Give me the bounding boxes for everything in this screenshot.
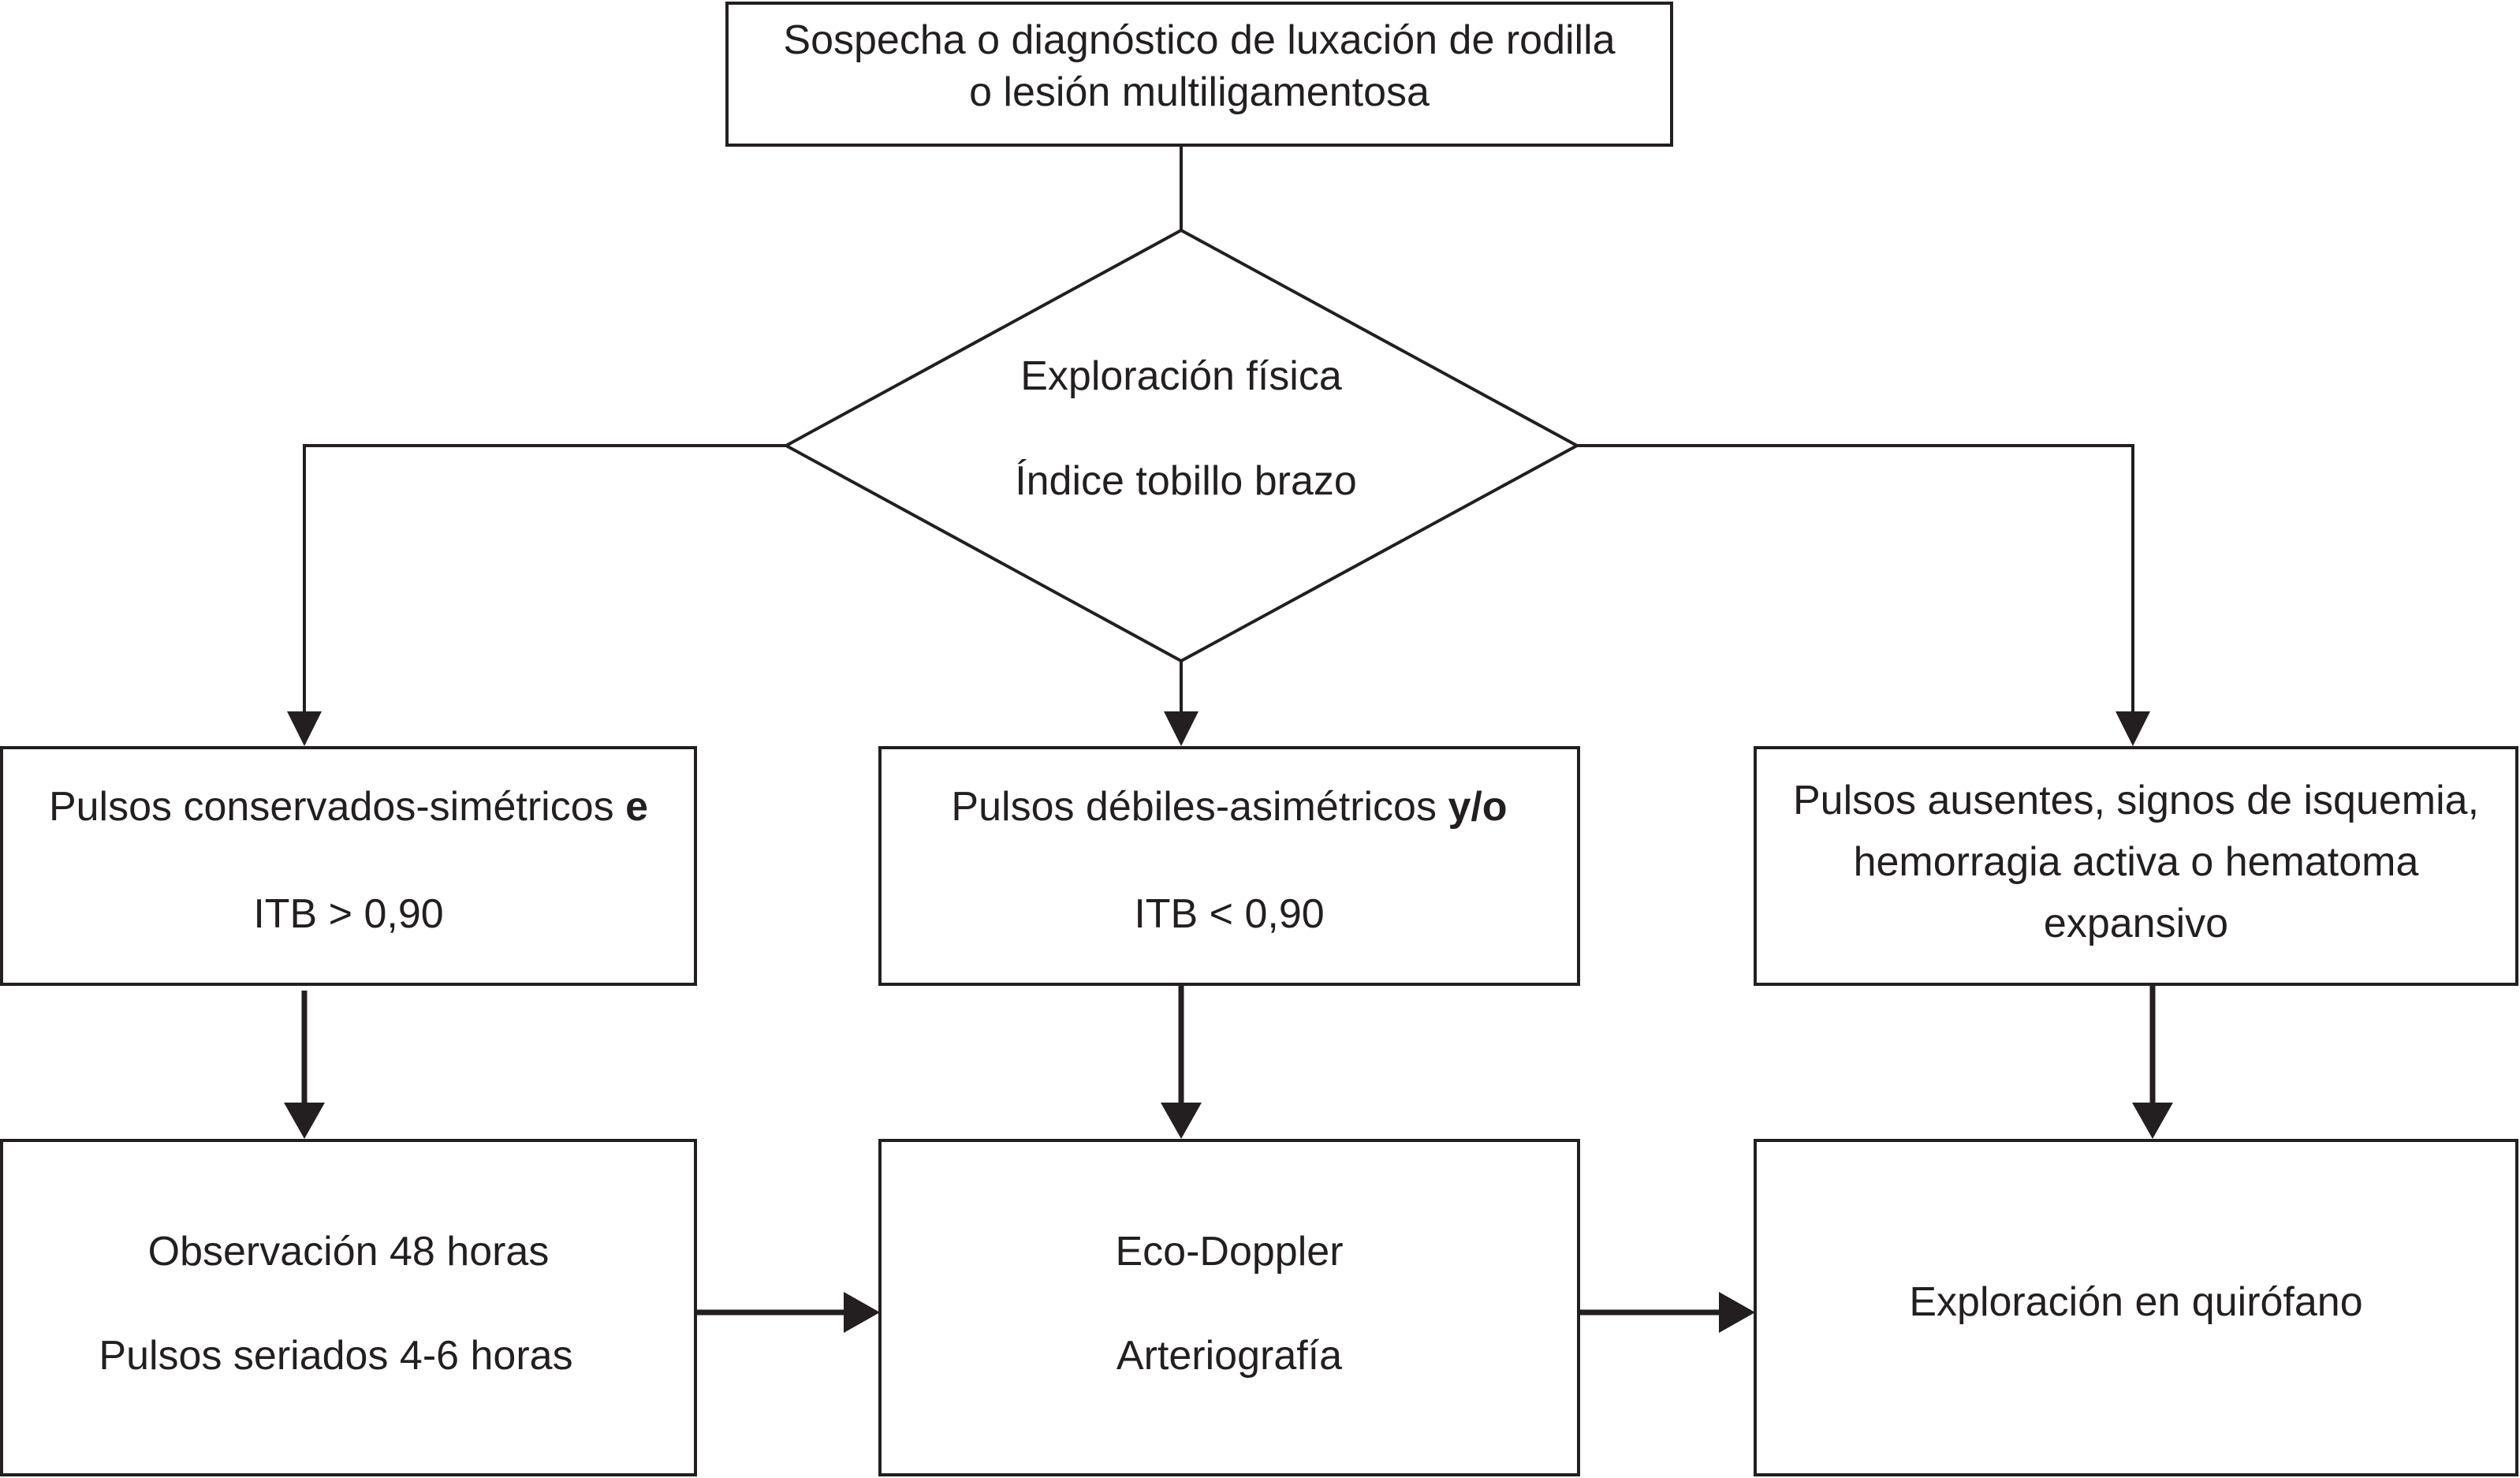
arrowhead-observation-imaging [844,1292,880,1333]
arrowhead-right-surgery [2132,1103,2173,1139]
start-node-line1: Sospecha o diagnóstico de luxación de ro… [783,17,1615,63]
arrowhead-right-branch [2116,711,2150,746]
left-condition-node: Pulsos conservados-simétricos e ITB > 0,… [0,746,697,986]
arrowhead-imaging-surgery [1719,1292,1755,1333]
middle-condition-line1-bold: y/o [1448,784,1507,830]
decision-node-line1: Exploración física [1020,353,1342,399]
arrowhead-left-observation [284,1103,325,1139]
imaging-line1: Eco-Doppler [1115,1229,1343,1275]
start-node-line2: o lesión multiligamentosa [969,69,1430,115]
surgery-line1: Exploración en quirófano [1909,1279,2362,1325]
middle-condition-line1-text: Pulsos débiles-asimétricos [951,784,1448,830]
arrowhead-middle-branch [1164,711,1198,746]
middle-condition-line2: ITB < 0,90 [1134,891,1324,937]
observation-line2: Pulsos seriados 4-6 horas [99,1333,572,1379]
decision-node-line2: Índice tobillo brazo [1015,458,1357,504]
right-condition-line2: hemorragia activa o hematoma [1854,839,2419,885]
connector-decision-right [1577,444,2134,711]
right-condition-node: Pulsos ausentes, signos de isquemia, hem… [1754,746,2518,986]
middle-condition-line1: Pulsos débiles-asimétricos y/o [951,784,1507,830]
left-condition-line2: ITB > 0,90 [253,891,443,937]
middle-condition-node: Pulsos débiles-asimétricos y/o ITB < 0,9… [878,746,1580,986]
left-condition-line1-text: Pulsos conservados-simétricos [49,784,625,830]
left-condition-line1-bold: e [625,784,648,830]
left-condition-line1: Pulsos conservados-simétricos e [49,784,648,830]
connector-decision-left [303,444,786,711]
arrowhead-left-branch [287,711,322,746]
surgery-node: Exploración en quirófano [1754,1139,2518,1476]
observation-node: Observación 48 horas Pulsos seriados 4-6… [0,1139,697,1476]
imaging-node: Eco-Doppler Arteriografía [878,1139,1580,1476]
start-node: Sospecha o diagnóstico de luxación de ro… [725,2,1673,147]
right-condition-line1: Pulsos ausentes, signos de isquemia, [1793,778,2479,823]
decision-node: Exploración física Índice tobillo brazo [782,228,1581,663]
observation-line1: Observación 48 horas [148,1229,550,1275]
right-condition-line3: expansivo [2044,901,2228,946]
imaging-line2: Arteriografía [1116,1333,1342,1379]
arrowhead-middle-imaging [1161,1103,1202,1139]
